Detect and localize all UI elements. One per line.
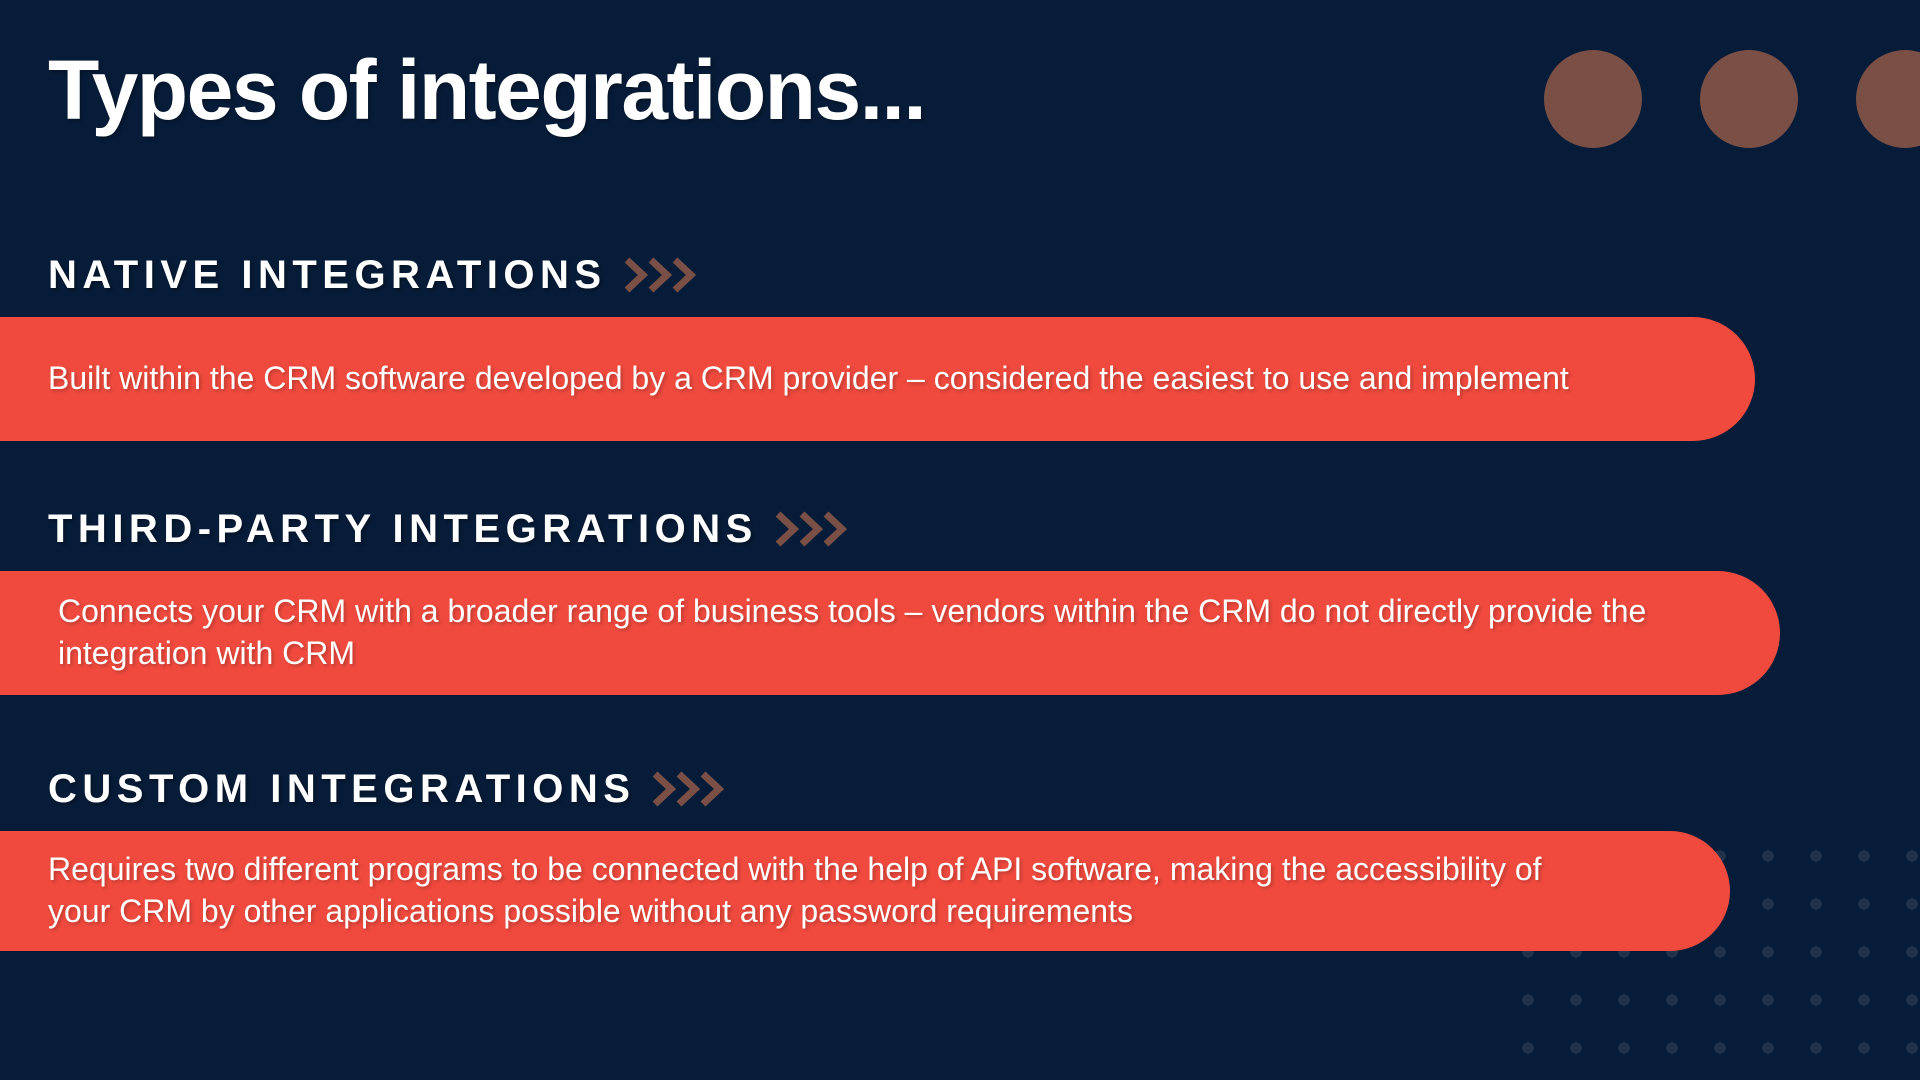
- decorative-circles: [1544, 50, 1920, 148]
- sections-list: NATIVE INTEGRATIONS Built within the CRM…: [0, 243, 1920, 977]
- circle-1-icon: [1544, 50, 1642, 148]
- section-heading-label-2: THIRD-PARTY INTEGRATIONS: [48, 506, 758, 551]
- section-native-integrations: NATIVE INTEGRATIONS Built within the CRM…: [0, 243, 1920, 441]
- section-heading-1: NATIVE INTEGRATIONS: [0, 243, 1920, 307]
- section-body-bar-2: Connects your CRM with a broader range o…: [0, 571, 1780, 695]
- section-body-bar-3: Requires two different programs to be co…: [0, 831, 1730, 951]
- circle-2-icon: [1700, 50, 1798, 148]
- section-body-text-2: Connects your CRM with a broader range o…: [58, 593, 1647, 671]
- section-body-text-1: Built within the CRM software developed …: [48, 360, 1569, 397]
- section-heading-label-3: CUSTOM INTEGRATIONS: [48, 766, 636, 811]
- section-heading-2: THIRD-PARTY INTEGRATIONS: [0, 497, 1920, 561]
- section-custom-integrations: CUSTOM INTEGRATIONS Requires two differe…: [0, 757, 1920, 951]
- section-heading-label-1: NATIVE INTEGRATIONS: [48, 252, 607, 297]
- page-title: Types of integrations...: [48, 43, 927, 137]
- circle-3-icon: [1856, 50, 1920, 148]
- section-body-text-3: Requires two different programs to be co…: [48, 851, 1542, 929]
- section-third-party-integrations: THIRD-PARTY INTEGRATIONS Connects your C…: [0, 497, 1920, 695]
- section-body-bar-1: Built within the CRM software developed …: [0, 317, 1755, 441]
- double-chevron-right-icon: [653, 771, 729, 807]
- double-chevron-right-icon: [775, 511, 852, 547]
- double-chevron-right-icon: [624, 257, 701, 293]
- section-heading-3: CUSTOM INTEGRATIONS: [0, 757, 1920, 821]
